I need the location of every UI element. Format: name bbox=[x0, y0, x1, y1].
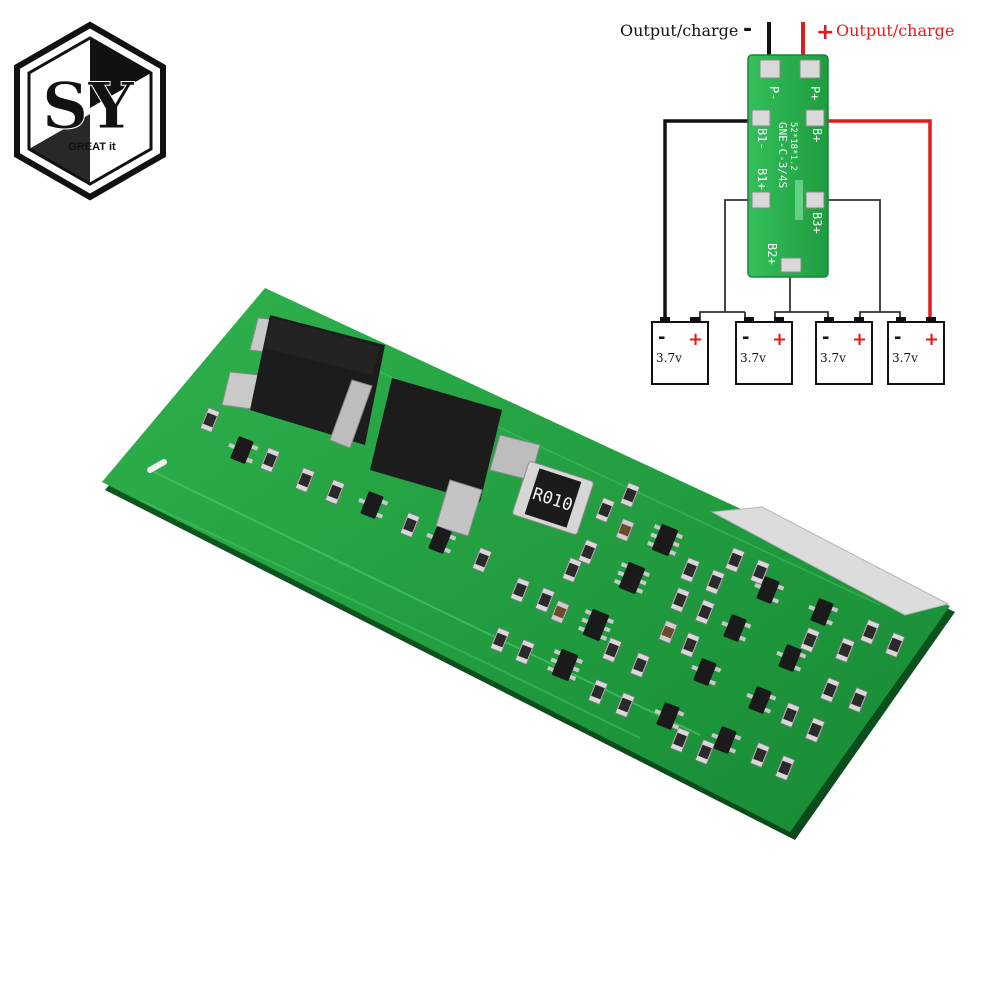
logo-facet bbox=[29, 114, 90, 184]
battery-cell: - + 3.7v bbox=[651, 317, 709, 385]
main-pcb: R010 bbox=[102, 288, 955, 840]
battery-plus: + bbox=[688, 329, 703, 350]
battery-minus: - bbox=[822, 327, 829, 348]
output-charge-label-left: Output/charge bbox=[620, 21, 738, 40]
pad-label-p-minus: P- bbox=[767, 86, 781, 100]
plus-sign: + bbox=[816, 20, 834, 45]
pad-label-b-plus: B+ bbox=[810, 128, 824, 142]
board-code: GNE-C-3/4S bbox=[776, 122, 789, 188]
board-size: 52*18*1.2 bbox=[788, 122, 798, 171]
b2-wire bbox=[774, 275, 791, 322]
pad-label-b2-plus: B2+ bbox=[765, 243, 779, 265]
pad-label-p-plus: P+ bbox=[808, 86, 822, 100]
battery-voltage: 3.7v bbox=[740, 351, 766, 365]
logo-tagline: GREAT it bbox=[68, 141, 116, 153]
mosfet-right bbox=[370, 378, 502, 502]
battery-minus: - bbox=[894, 327, 901, 348]
contact-pad-strip bbox=[710, 506, 950, 616]
output-charge-label-right: Output/charge bbox=[836, 21, 954, 40]
minus-sign: - bbox=[743, 17, 752, 42]
b1-wire bbox=[699, 199, 752, 322]
battery-cell: - + 3.7v bbox=[815, 317, 873, 385]
sense-resistor: R010 bbox=[512, 461, 594, 535]
brand-logo: SY GREAT it bbox=[14, 21, 166, 201]
wiring-diagram: Output/charge - + Output/charge P- P+ B1… bbox=[620, 17, 954, 385]
battery-voltage: 3.7v bbox=[820, 351, 846, 365]
b-minus-wire bbox=[663, 119, 752, 322]
battery-plus: + bbox=[852, 329, 867, 350]
logo-facet bbox=[90, 38, 151, 108]
pad-label-b3-plus: B3+ bbox=[810, 212, 824, 234]
battery-plus: + bbox=[924, 329, 939, 350]
logo-letters: SY bbox=[42, 69, 135, 144]
battery-minus: - bbox=[658, 327, 665, 348]
battery-voltage: 3.7v bbox=[656, 351, 682, 365]
battery-plus: + bbox=[772, 329, 787, 350]
battery-voltage: 3.7v bbox=[892, 351, 918, 365]
battery-minus: - bbox=[742, 327, 749, 348]
pad-label-b1-minus: B1- bbox=[755, 128, 769, 150]
battery-cell: - + 3.7v bbox=[887, 317, 945, 385]
battery-cell: - + 3.7v bbox=[735, 317, 793, 385]
b-plus-wire bbox=[815, 119, 932, 322]
pad-label-b1-plus: B1+ bbox=[755, 168, 769, 190]
